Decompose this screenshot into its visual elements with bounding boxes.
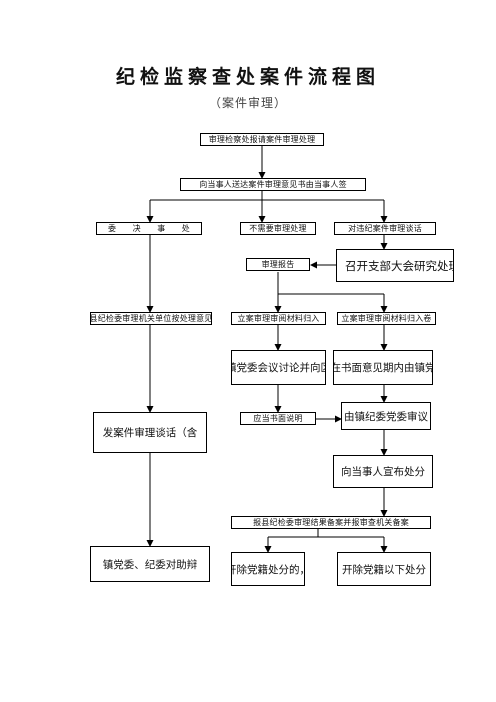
node-materials-filed-volume: 立案审理审阅材料归入卷 [337, 312, 436, 325]
node-review-report: 审理报告 [246, 258, 310, 271]
node-committee-review: 由镇纪委党委审议 [341, 402, 431, 430]
node-county-report: 报县纪检委审理机关单位按处理意见书 [90, 312, 212, 325]
node-lesser-punishment: 开除党籍以下处分 [337, 552, 431, 586]
page-subtitle: （案件审理） [208, 96, 287, 110]
node-party-committee-discussion: 镇党委会议讨论并向区 [231, 350, 326, 385]
node-written-opinion-period: 在书面意见期内由镇党 [333, 350, 433, 385]
node-notify-party: 向当事人送达案件审理意见书由当事人签 [180, 178, 366, 191]
node-issue-review-talk: 发案件审理谈话（含 [93, 412, 207, 453]
node-no-review-needed: 不需要审理处理 [240, 222, 316, 235]
page-title: 纪检监察查处案件流程图 [115, 66, 380, 88]
node-materials-filed: 立案审理审阅材料归入 [231, 312, 326, 325]
node-announce-punishment: 向当事人宣布处分 [333, 455, 433, 488]
node-file-result: 报县纪检委审理结果备案并报审查机关备案 [231, 516, 431, 529]
node-case-referral: 审理检察处报请案件审理处理 [200, 133, 324, 146]
node-expulsion: 开除党籍处分的， [231, 552, 305, 586]
node-defense-assistance: 镇党委、纪委对助辩 [90, 546, 210, 582]
node-review-talk: 对违纪案件审理谈话 [334, 222, 436, 235]
node-written-explanation: 应当书面说明 [240, 412, 316, 425]
node-committee-decision: 委 决 事 处 [96, 222, 202, 235]
node-branch-meeting: 召开支部大会研究处理意见， [336, 249, 454, 282]
